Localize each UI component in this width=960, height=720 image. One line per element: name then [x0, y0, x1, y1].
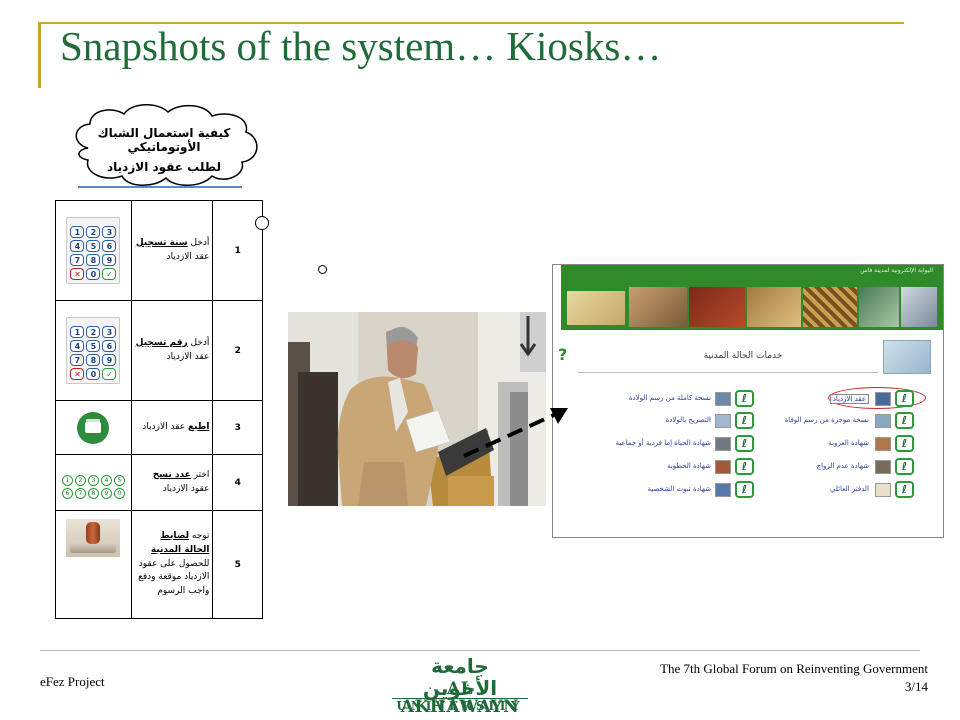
banner-tile-mosaic	[803, 287, 857, 327]
kiosk-heading: خدمات الحالة المدنية	[703, 351, 783, 361]
step-number: 2	[212, 300, 263, 401]
service-thumbnail	[875, 414, 891, 428]
service-right-4[interactable]: شهادة عدم الزواج	[816, 462, 869, 470]
service-left-3[interactable]: شهادة الحياة إما فردية أو جماعية	[615, 439, 711, 447]
step-text: اطبع عقد الازدياد	[130, 400, 214, 455]
audio-icon[interactable]: ℓ	[735, 435, 754, 452]
footer-conference-name: The 7th Global Forum on Reinventing Gove…	[660, 661, 928, 676]
service-right-5[interactable]: الدفتر العائلي	[830, 485, 869, 493]
stamp-icon	[66, 519, 121, 557]
audio-icon[interactable]: ℓ	[735, 458, 754, 475]
service-right-2[interactable]: نسخة موجزة من رسم الوفاة	[784, 416, 869, 424]
step-number: 3	[212, 400, 263, 455]
step-number: 4	[212, 454, 263, 511]
table-row: توجه لضابط الحالة المدنية للحصول على عقو…	[55, 510, 263, 619]
slide-title: Snapshots of the system… Kiosks…	[60, 23, 662, 69]
banner-tile-hall	[689, 287, 745, 327]
step-icon-cell	[55, 510, 132, 619]
banner-tile-map	[567, 291, 625, 325]
university-logo-arabic: جامعة الأخوين	[422, 654, 498, 700]
printer-icon	[77, 411, 110, 444]
kiosk-banner-label: البوابة الإلكترونية لمدينة فاس	[860, 267, 933, 274]
service-thumbnail	[715, 437, 731, 451]
service-thumbnail	[715, 392, 731, 406]
selected-service-highlight	[828, 387, 926, 409]
step-text: اختر عدد نسخ عقود الازدياد	[130, 454, 214, 511]
kiosk-screen: البوابة الإلكترونية لمدينة فاس ? خدمات ا…	[552, 264, 944, 538]
cloud-text-line-1: كيفية استعمال الشباك الأوتوماتيكي	[97, 126, 231, 154]
service-thumbnail	[875, 460, 891, 474]
audio-icon[interactable]: ℓ	[895, 458, 914, 475]
kiosk-newborn-photo	[883, 340, 931, 374]
step-text: توجه لضابط الحالة المدنية للحصول على عقو…	[130, 510, 214, 619]
table-row: اطبع عقد الازدياد 3	[55, 400, 263, 455]
help-icon[interactable]: ?	[558, 345, 568, 364]
bullet-ring	[318, 265, 327, 274]
service-thumbnail	[715, 460, 731, 474]
banner-tile-garden	[859, 287, 899, 327]
step-text: أدخل رقم تسجيل عقد الازدياد	[130, 300, 214, 401]
service-right-3[interactable]: شهادة العزوبة	[828, 439, 869, 447]
dashed-arrow-icon	[463, 408, 568, 458]
banner-tile-building	[901, 287, 937, 327]
university-logo-english: AL AKHAWAYN	[400, 679, 520, 717]
banner-tile-arch	[629, 287, 687, 327]
footer-rule	[40, 650, 920, 651]
audio-icon[interactable]: ℓ	[735, 412, 754, 429]
audio-icon[interactable]: ℓ	[735, 390, 754, 407]
step-number: 1	[212, 200, 263, 301]
title-top-rule	[38, 22, 904, 24]
service-left-1[interactable]: نسخة كاملة من رسم الولادة	[628, 394, 711, 402]
cloud-underline	[78, 186, 242, 188]
audio-icon[interactable]: ℓ	[735, 481, 754, 498]
service-left-5[interactable]: شهادة ثبوت الشخصية	[647, 485, 711, 493]
bullet-ring	[255, 216, 269, 230]
title-side-rule	[38, 22, 41, 88]
step-text: أدخل سنة تسجيل عقد الازدياد	[130, 200, 214, 301]
footer-conference: The 7th Global Forum on Reinventing Gove…	[548, 660, 928, 696]
audio-icon[interactable]: ℓ	[895, 390, 914, 407]
footer-project-name: eFez Project	[40, 674, 105, 689]
cloud-text-line-2: لطلب عقود الازدياد	[107, 160, 221, 174]
service-right-1-birth-certificate[interactable]: عقد الازدياد	[829, 394, 869, 404]
service-thumbnail	[715, 483, 731, 497]
step-icon-cell	[55, 400, 132, 455]
service-thumbnail	[875, 483, 891, 497]
step-number: 5	[212, 510, 263, 619]
audio-icon[interactable]: ℓ	[895, 435, 914, 452]
service-left-2[interactable]: التصريح بالولادة	[665, 416, 711, 424]
audio-icon[interactable]: ℓ	[895, 412, 914, 429]
service-thumbnail	[875, 437, 891, 451]
university-logo-word: UNIVERSITY	[392, 698, 528, 713]
service-thumbnail	[715, 414, 731, 428]
kiosk-heading-rule	[578, 372, 878, 373]
kiosk-user-photo	[288, 312, 546, 506]
banner-tile-courtyard	[747, 287, 801, 327]
service-thumbnail	[875, 392, 891, 406]
audio-icon[interactable]: ℓ	[895, 481, 914, 498]
footer-page-number: 3/14	[904, 679, 928, 694]
service-left-4[interactable]: شهادة الخطوبة	[667, 462, 711, 470]
cloud-callout	[75, 104, 258, 186]
